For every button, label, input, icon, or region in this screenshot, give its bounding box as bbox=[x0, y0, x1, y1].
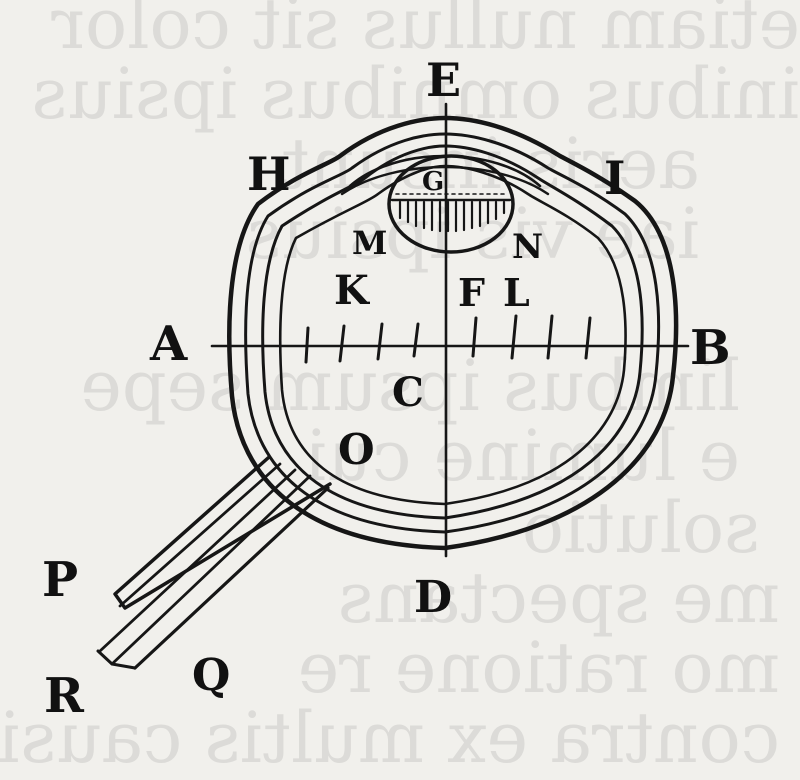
label-L: L bbox=[503, 270, 530, 315]
axis-tick-marks bbox=[304, 314, 592, 364]
bleed-line-7: solutio bbox=[522, 487, 760, 569]
optic-nerve-fiber-2 bbox=[98, 468, 297, 653]
label-B: B bbox=[690, 320, 731, 376]
bleed-line-9: mo ratione re bbox=[298, 627, 780, 709]
label-D: D bbox=[414, 572, 452, 623]
label-I: I bbox=[604, 151, 626, 205]
optic-nerve-fiber-4 bbox=[133, 486, 330, 670]
label-A: A bbox=[149, 316, 188, 372]
label-C: C bbox=[392, 369, 424, 416]
sclera-inner bbox=[244, 132, 661, 534]
label-M: M bbox=[352, 224, 387, 262]
optic-nerve-outer-sheath bbox=[113, 456, 332, 610]
optic-nerve-fiber-3 bbox=[110, 474, 312, 666]
optic-nerve-fiber-1 bbox=[118, 462, 282, 608]
sclera-outer bbox=[227, 115, 679, 551]
choroid bbox=[261, 144, 644, 520]
bleed-line-1: etiam nullus sit color bbox=[51, 0, 800, 65]
axes bbox=[210, 102, 690, 558]
label-Q: Q bbox=[192, 650, 230, 701]
label-E: E bbox=[426, 53, 461, 107]
lens-hatching bbox=[398, 200, 506, 233]
crystalline-lens bbox=[387, 154, 515, 254]
label-P: P bbox=[42, 552, 78, 608]
bleed-line-10: contra ex multis causis bbox=[0, 697, 780, 779]
label-O: O bbox=[338, 425, 375, 474]
label-K: K bbox=[334, 267, 370, 314]
lens-body bbox=[387, 154, 515, 254]
letter-labels: E H I G M N K F L A B C O D P Q R bbox=[42, 53, 731, 724]
label-G: G bbox=[422, 167, 444, 197]
label-N: N bbox=[512, 227, 543, 267]
label-R: R bbox=[44, 668, 85, 724]
label-F: F bbox=[458, 270, 485, 315]
bleed-line-8: me spectans bbox=[338, 557, 780, 639]
eye-drawing: E H I G M N K F L A B C O D P Q R bbox=[42, 53, 731, 724]
optic-nerve bbox=[96, 456, 332, 670]
bleed-line-3: aeris insunt bbox=[281, 123, 700, 205]
eyeball bbox=[227, 115, 679, 551]
label-H: H bbox=[247, 147, 290, 201]
optic-nerve-end-cap bbox=[96, 649, 137, 670]
